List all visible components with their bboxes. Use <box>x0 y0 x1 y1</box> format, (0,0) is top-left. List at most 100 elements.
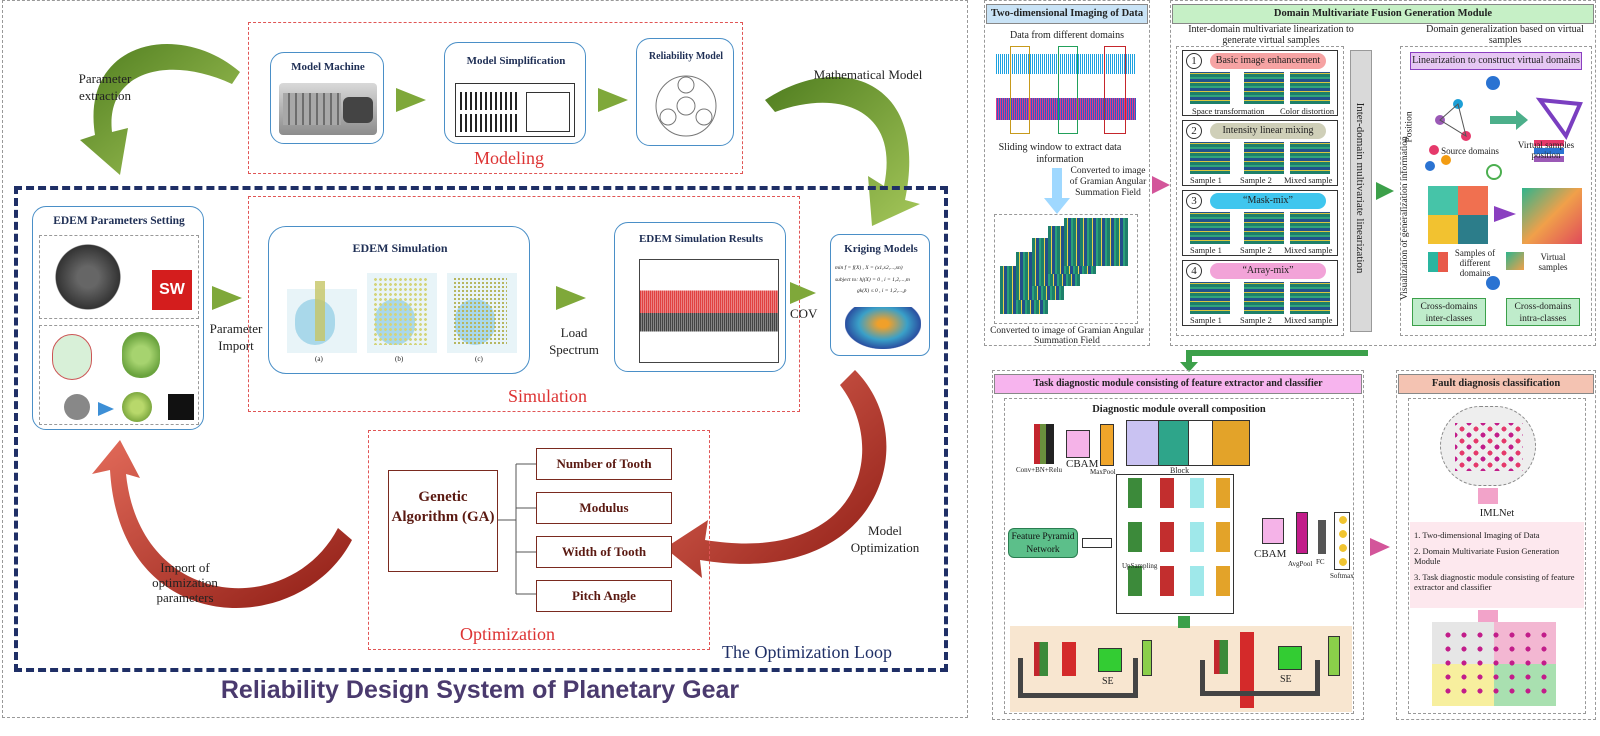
ga-bracket <box>498 463 536 595</box>
step-label: Intensity linear mixing <box>1210 123 1326 139</box>
pipeline-col-4 <box>1216 478 1230 610</box>
ga-label: Genetic Algorithm (GA) <box>391 489 495 525</box>
load-spectrum-label: Load Spectrum <box>549 325 599 357</box>
arrow-right-3 <box>212 286 242 310</box>
sample-scatter-circle <box>1440 406 1536 486</box>
position-diagram <box>1425 97 1583 171</box>
task-header: Task diagnostic module consisting of fea… <box>994 374 1362 394</box>
step-heatmap <box>1290 282 1330 314</box>
step-sample-label: Sample 1 <box>1190 315 1222 325</box>
simulation-group <box>248 196 800 412</box>
green-connector <box>1188 350 1368 356</box>
model-optimization-label: Model Optimization <box>850 523 920 555</box>
virtual-position-label: Virtual samples position <box>1517 140 1575 160</box>
model-machine-title: Model Machine <box>291 61 365 73</box>
residual-down-marker <box>1178 616 1190 628</box>
samples-different-label: Samples of different domains <box>1454 248 1496 278</box>
space-transform-label: Space transformation <box>1192 106 1265 116</box>
task-section <box>992 370 1364 720</box>
color-distortion-label: Color distortion <box>1280 106 1335 116</box>
particle-result <box>122 392 152 422</box>
arrow-right-5 <box>790 282 816 304</box>
purple-arrow <box>1494 206 1516 222</box>
sim-frame-b <box>367 273 437 353</box>
edem-results-title: EDEM Simulation Results <box>638 233 764 245</box>
fault-inner-frame <box>1408 398 1586 714</box>
step-heatmap <box>1244 282 1284 314</box>
classification-grid <box>1432 622 1556 706</box>
virtual-gradient <box>1522 188 1582 244</box>
fault-section <box>1396 370 1596 720</box>
step-sample-label: Sample 2 <box>1240 245 1272 255</box>
subfig-b: (b) <box>395 355 404 363</box>
cbam-block-1 <box>1066 430 1090 458</box>
arrow-right-1 <box>396 88 426 112</box>
block-cube-4 <box>1212 420 1250 466</box>
domain-gen-label: Domain generalization based on virtual s… <box>1426 24 1584 46</box>
upsampling-label: UpSampling <box>1122 562 1158 570</box>
ga-box: Genetic Algorithm (GA) <box>388 470 498 572</box>
edem-parameters-title: EDEM Parameters Setting <box>53 215 185 227</box>
plus-circle <box>1486 164 1502 180</box>
model-simplification-title: Model Simplification <box>466 55 566 67</box>
domain-color-grid <box>1428 186 1488 244</box>
parameter-extraction-label: Parameter extraction <box>78 71 132 103</box>
kriging-box: Kriging Models min f = f(X) , X = (x1,x2… <box>830 234 930 356</box>
step-sample-label: Sample 1 <box>1190 245 1222 255</box>
res-block-1 <box>1034 642 1048 676</box>
solidworks-logo: SW <box>152 270 192 310</box>
load-spectrum-plot <box>639 259 779 363</box>
ore-photo <box>64 394 90 420</box>
data-domains-label: Data from different domains <box>1010 30 1124 41</box>
reliability-model-box: Reliability Model <box>636 38 734 146</box>
softmax-column <box>1334 512 1350 570</box>
gear-cad-image <box>48 242 128 312</box>
green-connector-down <box>1186 350 1192 364</box>
fault-down-arrow-2 <box>1478 610 1498 622</box>
step-heatmap <box>1290 142 1330 174</box>
sliding-window-label: Sliding window to extract data informati… <box>998 142 1122 165</box>
imlnet-label: IMLNet <box>1479 508 1515 519</box>
kriging-surface <box>845 307 921 349</box>
green-arrow-fusion <box>1376 182 1394 200</box>
step-heatmap <box>1290 212 1330 244</box>
step-sample-label: Mixed sample <box>1284 175 1333 185</box>
fault-down-arrow <box>1478 488 1498 504</box>
pink-arrow-1 <box>1152 176 1170 194</box>
fault-item-2: 2. Domain Multivariate Fusion Generation… <box>1414 546 1560 566</box>
kriging-eq1: min f = f(X) , X = (x1,x2,...,xn) <box>835 265 903 271</box>
overall-composition-label: Diagnostic module overall composition <box>1092 404 1266 415</box>
fusion-step-4 <box>1182 260 1338 326</box>
fault-header: Fault diagnosis classification <box>1398 374 1594 394</box>
fusion-header: Domain Multivariate Fusion Generation Mo… <box>1172 4 1594 24</box>
modeling-group <box>248 22 743 174</box>
fault-item-1: 1. Two-dimensional Imaging of Data <box>1414 530 1540 540</box>
step-heatmap <box>1190 72 1230 104</box>
virtual-swatch <box>1506 252 1524 270</box>
residual-loop-2 <box>1200 660 1320 696</box>
fc-label: FC <box>1316 558 1325 566</box>
softmax-label: Softmax <box>1330 572 1354 580</box>
task-inner-frame <box>1004 398 1354 714</box>
edem-parameters-box: EDEM Parameters Setting SW <box>32 206 204 430</box>
model-machine-box: Model Machine <box>270 52 384 144</box>
down-circle-2 <box>1486 276 1500 290</box>
arrow-right-2 <box>598 88 628 112</box>
res-block-4 <box>1214 640 1228 674</box>
arrow-right-4 <box>556 286 586 310</box>
gasf-image-6 <box>1080 218 1128 266</box>
imaging-header: Two-dimensional Imaging of Data <box>986 4 1148 24</box>
cbam-label-2: CBAM <box>1254 548 1287 560</box>
res-block-5 <box>1240 632 1254 708</box>
cbam-label-1: CBAM <box>1066 458 1099 470</box>
kriging-eq3: gk(X) ≤ 0 , i = 1,2,...,p <box>857 288 907 294</box>
parameter-import-label: Parameter Import <box>209 321 263 353</box>
res-block-6 <box>1328 636 1340 676</box>
modeling-label: Modeling <box>474 148 544 168</box>
step-sample-label: Sample 1 <box>1190 175 1222 185</box>
sim-frame-a <box>287 273 357 353</box>
step-number: 2 <box>1186 123 1202 139</box>
step-number: 3 <box>1186 193 1202 209</box>
system-title: Reliability Design System of Planetary G… <box>220 676 740 704</box>
linearization-panel <box>1176 46 1344 336</box>
